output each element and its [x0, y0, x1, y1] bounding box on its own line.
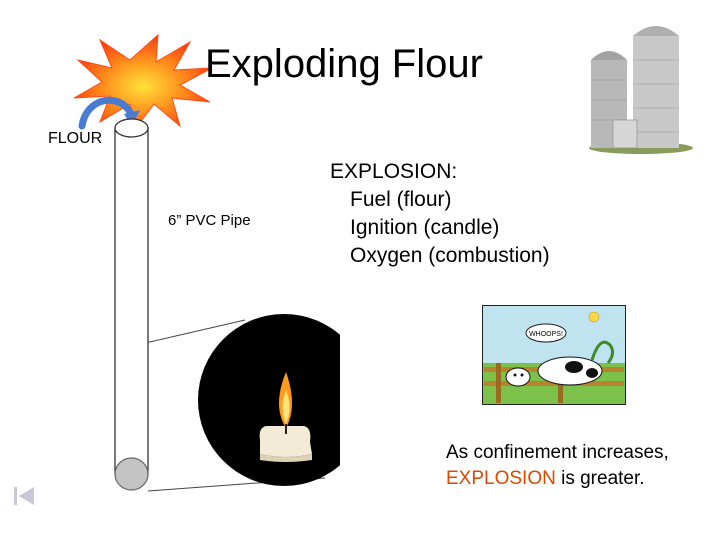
- candle-magnified: [198, 314, 340, 486]
- caption-rest: is greater.: [555, 468, 645, 489]
- confinement-caption: As confinement increases, EXPLOSION is g…: [446, 440, 669, 492]
- explosion-item-oxygen: Oxygen (combustion): [350, 244, 550, 267]
- caption-line1: As confinement increases,: [446, 442, 669, 463]
- pvc-pipe-diagram: [114, 118, 340, 492]
- silo-icon: [589, 26, 693, 154]
- explosion-item-ignition: Ignition (candle): [350, 216, 500, 239]
- explosion-heading: EXPLOSION:: [330, 160, 458, 183]
- explosion-item-fuel: Fuel (flour): [350, 188, 452, 211]
- slide-title: Exploding Flour: [205, 42, 483, 86]
- caption-highlight: EXPLOSION: [446, 468, 556, 489]
- curved-arrow-icon: [78, 96, 140, 130]
- candle-flame-icon: [279, 372, 292, 434]
- speech-bubble: WHOOPS!: [525, 323, 567, 343]
- cow-cartoon-image: WHOOPS!: [482, 305, 626, 405]
- pipe-label: 6” PVC Pipe: [168, 212, 251, 229]
- pvc-pipe: [114, 118, 149, 491]
- nav-first-icon[interactable]: [12, 485, 36, 507]
- explosion-components: EXPLOSION: Fuel (flour) Ignition (candle…: [330, 158, 550, 270]
- flour-label: FLOUR: [48, 130, 103, 147]
- cow-icon: [505, 356, 603, 387]
- speech-bubble-text: WHOOPS!: [529, 331, 563, 338]
- sun-icon: [588, 311, 600, 323]
